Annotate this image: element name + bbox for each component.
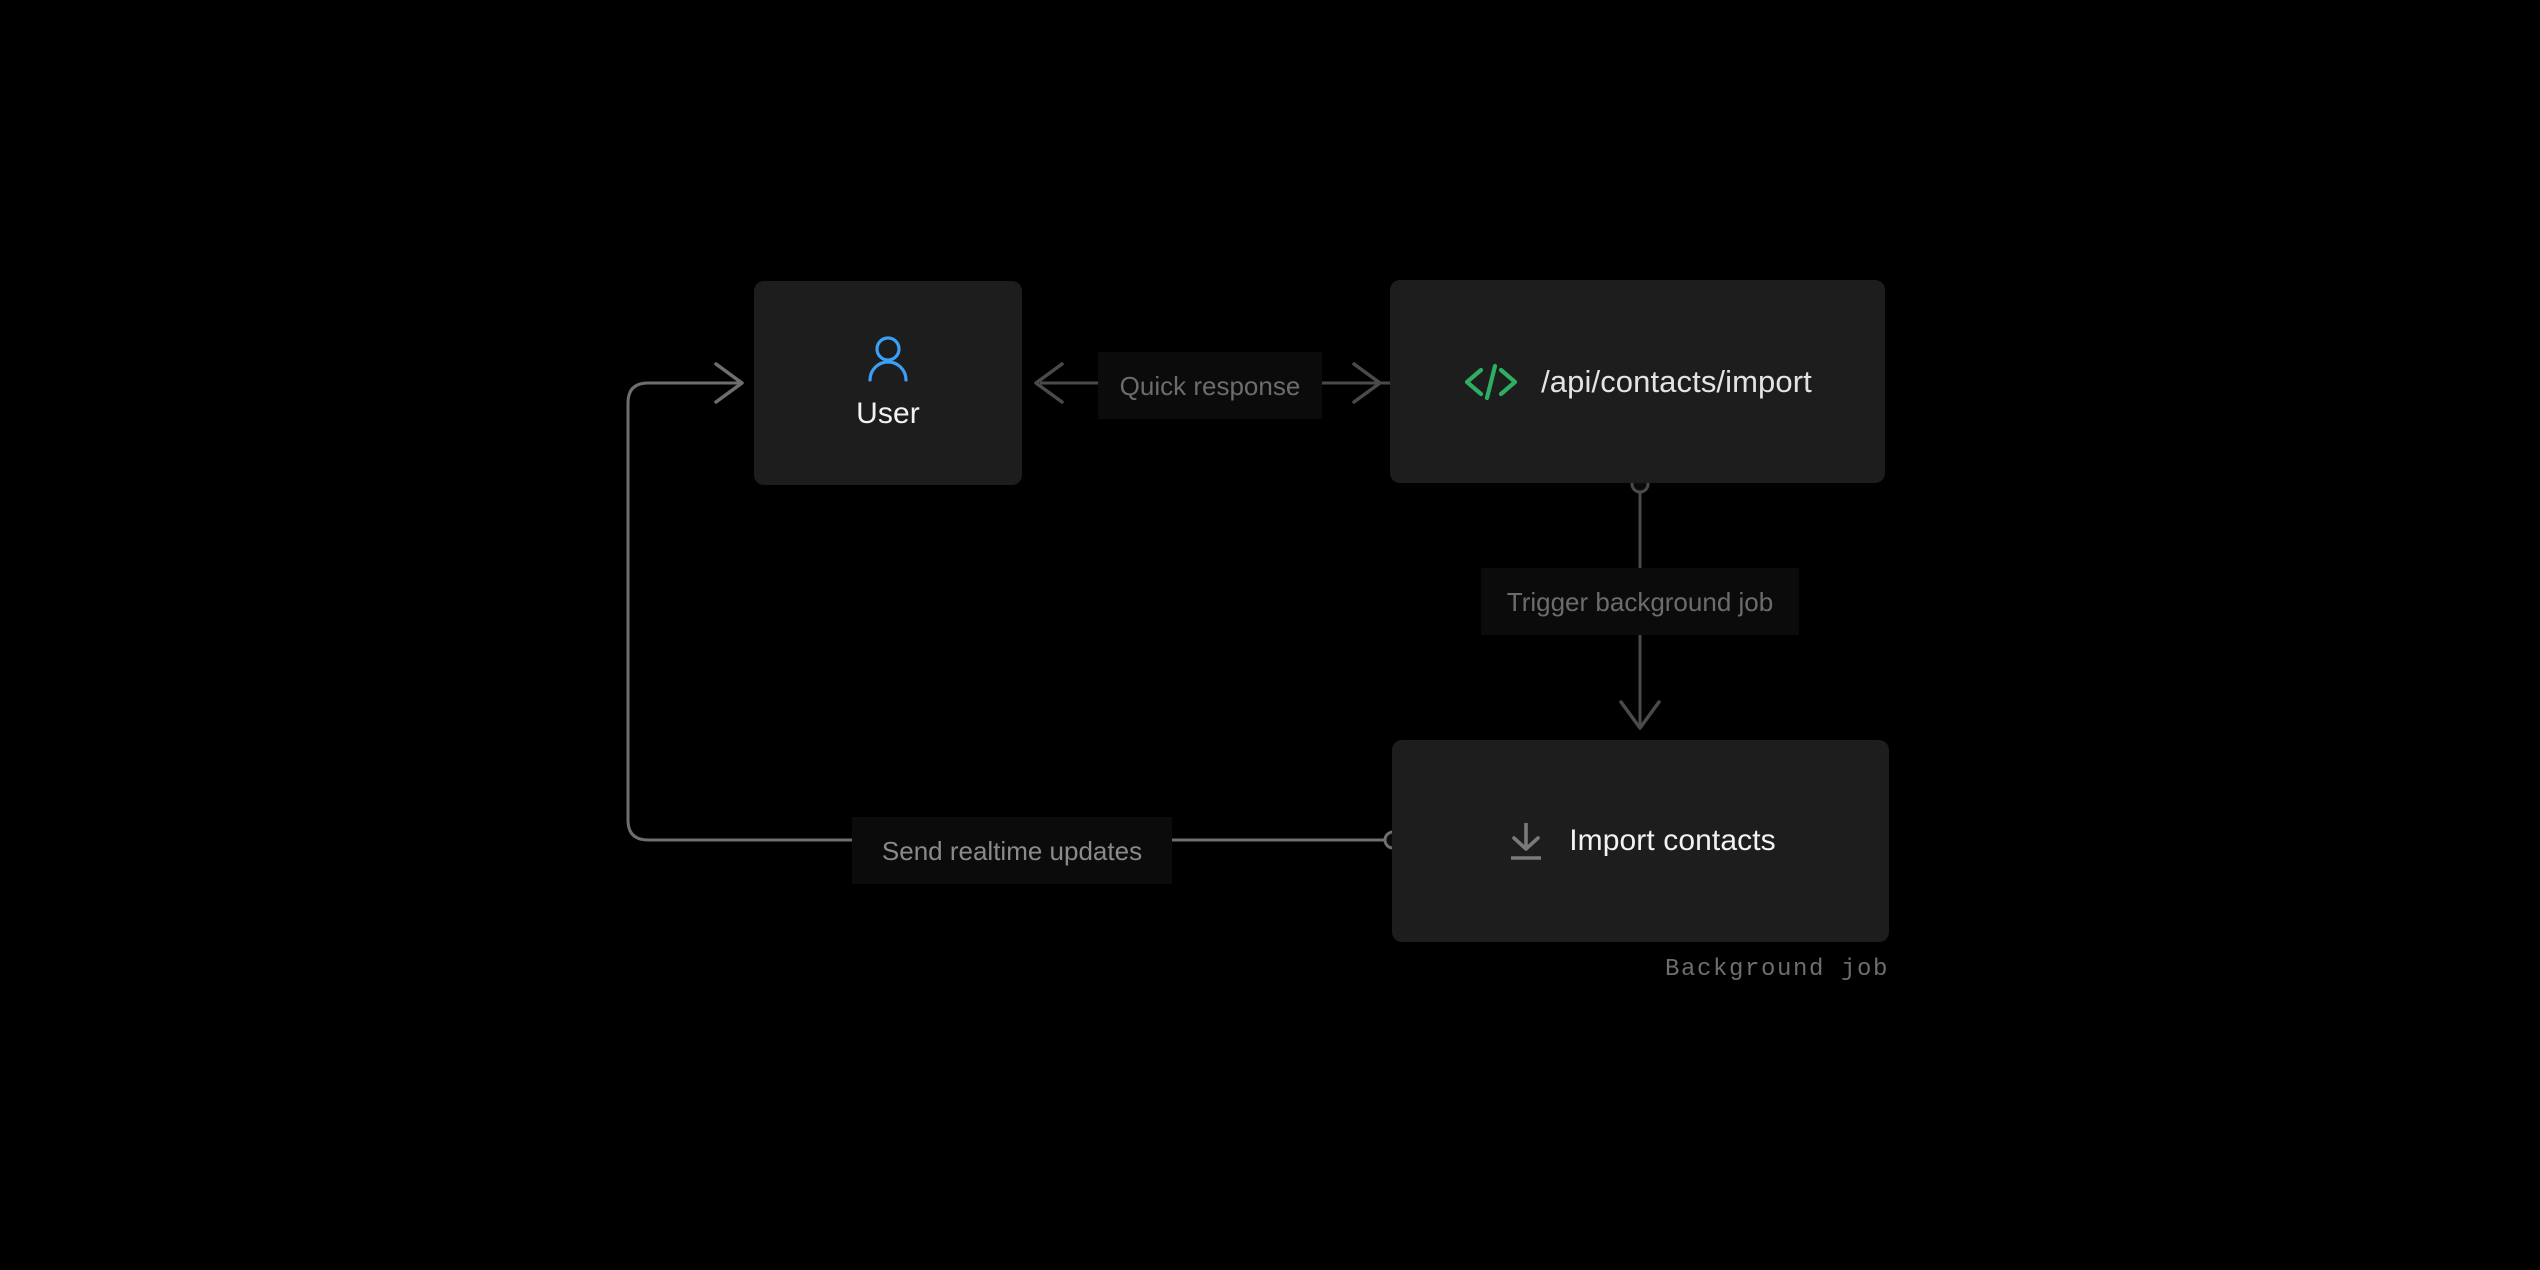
edge-user-api-arrowhead-left	[1034, 362, 1064, 404]
download-icon	[1505, 819, 1547, 863]
node-api[interactable]: /api/contacts/import	[1390, 280, 1885, 483]
node-api-content: /api/contacts/import	[1463, 360, 1812, 404]
user-icon	[866, 335, 910, 383]
node-user[interactable]: User	[754, 281, 1022, 485]
edge-job-user-arrowhead	[714, 362, 744, 404]
background-job-caption: Background job	[1664, 956, 1889, 983]
node-user-label: User	[856, 397, 920, 430]
edge-api-job-arrowhead	[1619, 700, 1661, 730]
node-job-label: Import contacts	[1569, 824, 1776, 857]
edge-user-api-arrowhead-right	[1352, 362, 1382, 404]
code-icon	[1463, 360, 1519, 404]
edge-label-trigger-background-job: Trigger background job	[1481, 568, 1799, 635]
node-api-label: /api/contacts/import	[1541, 363, 1812, 399]
edge-label-quick-response: Quick response	[1098, 352, 1322, 419]
edge-label-send-realtime-updates: Send realtime updates	[852, 817, 1172, 884]
node-job-content: Import contacts	[1505, 819, 1776, 863]
node-import-contacts[interactable]: Import contacts	[1392, 740, 1889, 942]
